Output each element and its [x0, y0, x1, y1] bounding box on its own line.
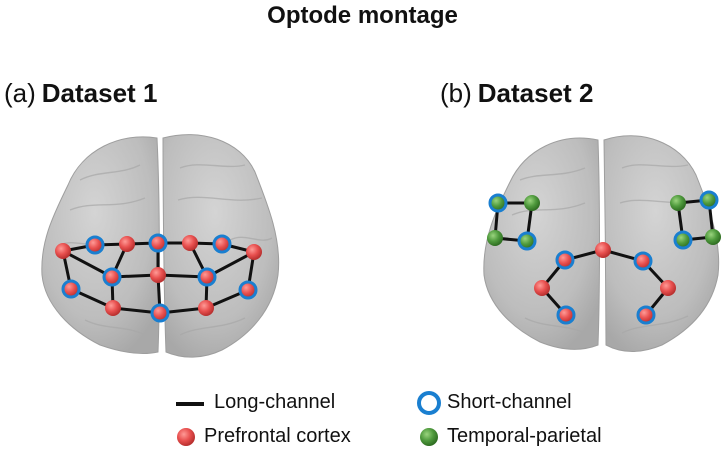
- prefrontal-optode: [246, 244, 262, 260]
- prefrontal-optode: [660, 280, 676, 296]
- legend-temporal-parietal-swatch: [420, 428, 438, 446]
- short-channel-optode: [555, 250, 575, 270]
- prefrontal-optode: [105, 300, 121, 316]
- prefrontal-optode: [198, 300, 214, 316]
- short-channel-optode: [102, 267, 122, 287]
- temporal-parietal-optode: [705, 229, 721, 245]
- brain-b-right-hemisphere: [603, 135, 720, 352]
- legend-short-channel-swatch: [417, 391, 441, 415]
- panel-a-letter: (a): [4, 78, 36, 108]
- legend-temporal-parietal-label: Temporal-parietal: [447, 425, 602, 447]
- short-channel-optode: [238, 280, 258, 300]
- brain-b: [483, 135, 720, 352]
- prefrontal-optode: [182, 235, 198, 251]
- legend-long-channel-label: Long-channel: [214, 391, 336, 413]
- short-channel-optode: [633, 251, 653, 271]
- short-channel-optode: [699, 190, 719, 210]
- short-channel-optode: [556, 305, 576, 325]
- temporal-parietal-optode: [670, 195, 686, 211]
- short-channel-optode: [148, 233, 168, 253]
- prefrontal-optode: [595, 242, 611, 258]
- temporal-parietal-optode: [487, 230, 503, 246]
- short-channel-optode: [197, 267, 217, 287]
- panel-a-name: Dataset 1: [41, 78, 158, 108]
- legend-prefrontal-label: Prefrontal cortex: [204, 425, 351, 447]
- temporal-parietal-optode: [524, 195, 540, 211]
- brain-b-left-hemisphere: [483, 137, 600, 350]
- short-channel-optode: [85, 235, 105, 255]
- page-title: Optode montage: [267, 2, 458, 29]
- prefrontal-optode: [55, 243, 71, 259]
- panel-b-name: Dataset 2: [477, 78, 594, 108]
- short-channel-optode: [150, 303, 170, 323]
- legend-prefrontal-swatch: [177, 428, 195, 446]
- prefrontal-optode: [534, 280, 550, 296]
- prefrontal-optode: [119, 236, 135, 252]
- panel-b-label: (b)Dataset 2: [440, 78, 593, 109]
- short-channel-optode: [488, 193, 508, 213]
- short-channel-optode: [517, 231, 537, 251]
- short-channel-optode: [673, 230, 693, 250]
- short-channel-optode: [636, 305, 656, 325]
- legend-short-channel-label: Short-channel: [447, 391, 572, 413]
- panel-b-letter: (b): [440, 78, 472, 108]
- dataset2-optodes: [487, 190, 721, 325]
- prefrontal-optode: [150, 267, 166, 283]
- short-channel-optode: [61, 279, 81, 299]
- legend: [176, 391, 441, 446]
- dataset1-optodes: [55, 233, 262, 323]
- short-channel-optode: [212, 234, 232, 254]
- panel-a-label: (a)Dataset 1: [4, 78, 157, 109]
